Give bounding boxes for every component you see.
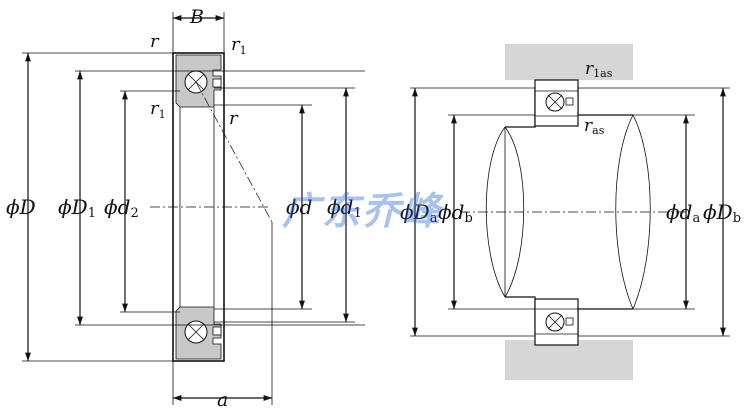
left-top-ring: [175, 54, 222, 108]
label-phiD1: ϕD1: [58, 195, 96, 221]
label-r-top: r: [150, 31, 160, 52]
label-B: B: [189, 6, 204, 28]
shaft-left-break: [485, 126, 525, 298]
left-bearing-section: B r r1 r1 r ϕD ϕD1 ϕd2 ϕd ϕd1 a: [6, 6, 365, 411]
right-bottom-bearing: [534, 298, 579, 346]
label-phiDa: ϕDa: [400, 200, 438, 226]
label-phid1: ϕd1: [327, 195, 362, 221]
left-bottom-ring: [175, 306, 222, 360]
label-r-mid: r: [229, 108, 239, 129]
housing-top: [505, 44, 633, 80]
contact-angle-line: [195, 81, 273, 223]
label-phid: ϕd: [286, 195, 312, 219]
right-mounting-section: r1as ras ϕDa ϕdb ϕda ϕDb: [400, 44, 741, 380]
label-ras: ras: [584, 116, 605, 137]
label-phidb: ϕdb: [438, 200, 473, 226]
label-phiD: ϕD: [6, 195, 36, 219]
label-r1as: r1as: [585, 59, 613, 80]
label-r1-top: r1: [231, 34, 247, 57]
label-r1-mid: r1: [150, 98, 166, 121]
label-phida: ϕda: [666, 200, 700, 226]
label-a: a: [217, 389, 228, 411]
watermark-text: 广东乔峰: [282, 189, 445, 233]
right-top-bearing: [534, 79, 579, 127]
shaft-right-break: [615, 114, 651, 310]
label-phid2: ϕd2: [104, 195, 139, 221]
label-phiDb: ϕDb: [703, 200, 741, 226]
housing-bottom: [505, 340, 633, 380]
